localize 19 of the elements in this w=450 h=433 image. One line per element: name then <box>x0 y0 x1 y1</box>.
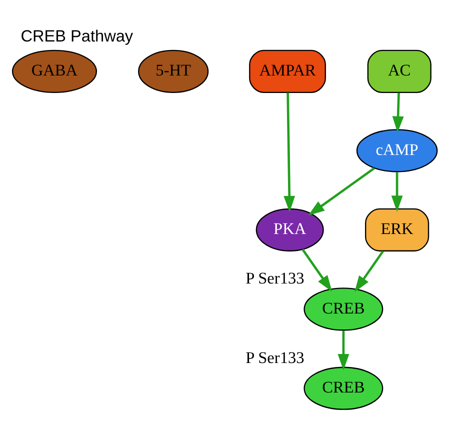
arrow <box>302 248 332 292</box>
node-box: ERK <box>365 208 430 252</box>
arrow <box>284 92 296 212</box>
diagram-title: CREB Pathway <box>20 27 134 46</box>
arrow <box>354 250 384 292</box>
arrow <box>308 167 375 216</box>
node-ellipse: 5-HT <box>138 50 209 93</box>
node-ellipse: cAMP <box>356 129 438 172</box>
node-label: P Ser133 <box>246 268 304 288</box>
node-box: AMPAR <box>249 50 326 93</box>
arrow <box>391 172 403 212</box>
node-ellipse: GABA <box>12 50 97 93</box>
arrow <box>392 92 404 133</box>
node-ellipse: CREB <box>304 288 384 331</box>
node-ellipse: CREB <box>304 366 384 410</box>
node-box: AC <box>367 50 432 93</box>
node-label: P Ser133 <box>246 348 304 367</box>
node-ellipse: PKA <box>256 208 324 252</box>
arrow <box>338 330 350 370</box>
